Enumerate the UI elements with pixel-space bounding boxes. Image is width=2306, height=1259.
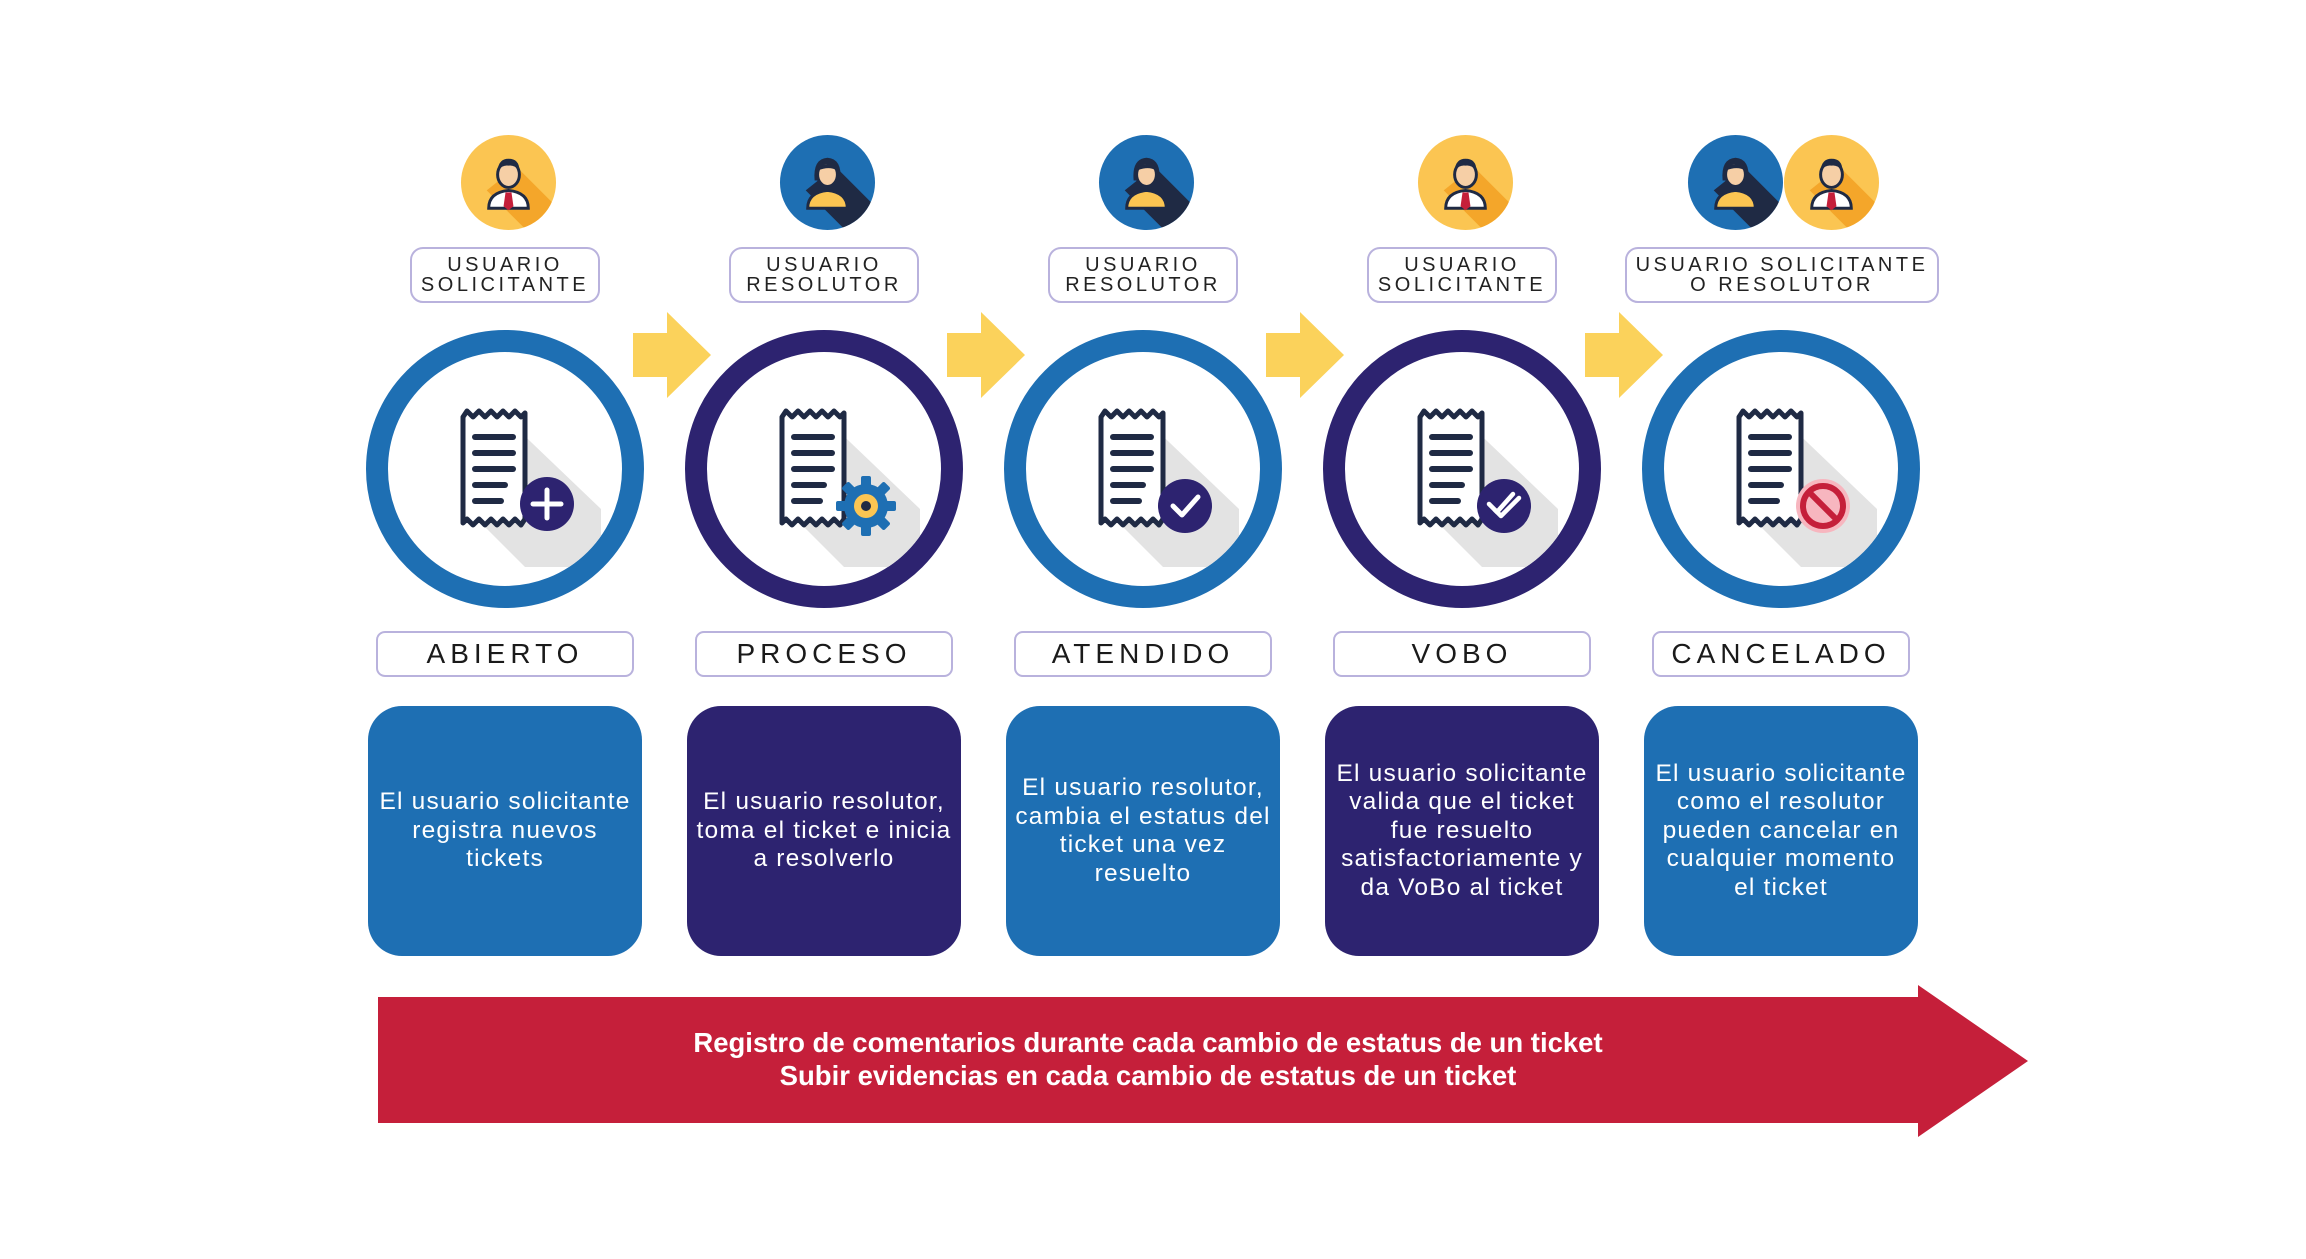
status-description-box: El usuario solicitante valida que el tic…	[1325, 706, 1599, 956]
next-step-arrow-icon	[633, 312, 711, 398]
status-label: CANCELADO	[1671, 638, 1891, 669]
document-gear-icon	[782, 411, 920, 567]
status-label-box: PROCESO	[695, 631, 953, 677]
status-ring	[685, 330, 963, 608]
role-label: USUARIO RESOLUTOR	[746, 254, 902, 296]
next-step-arrow-icon	[947, 312, 1025, 398]
status-label: PROCESO	[736, 638, 912, 669]
resolutor-avatar-icon	[1097, 133, 1196, 232]
document-double-check-icon	[1420, 411, 1558, 567]
next-step-arrow-icon	[1266, 312, 1344, 398]
next-step-arrow-icon	[1585, 312, 1663, 398]
role-label: USUARIO RESOLUTOR	[1065, 254, 1221, 296]
banner-text: Registro de comentarios durante cada cam…	[378, 1026, 1918, 1092]
document-cancel-icon	[1739, 411, 1877, 567]
status-description-box: El usuario resolutor, cambia el estatus …	[1006, 706, 1280, 956]
solicitante-avatar-icon	[1782, 133, 1881, 232]
solicitante-avatar-icon	[1416, 133, 1515, 232]
status-description: El usuario solicitante registra nuevos t…	[379, 788, 631, 873]
status-description-box: El usuario resolutor, toma el ticket e i…	[687, 706, 961, 956]
status-label-box: ABIERTO	[376, 631, 634, 677]
banner-arrow	[378, 985, 2028, 1137]
status-description: El usuario solicitante valida que el tic…	[1336, 759, 1588, 901]
resolutor-avatar-icon	[1686, 133, 1785, 232]
status-label-box: VOBO	[1333, 631, 1591, 677]
status-description-box: El usuario solicitante como el resolutor…	[1644, 706, 1918, 956]
status-label: ATENDIDO	[1051, 638, 1235, 669]
role-label: USUARIO SOLICITANTE	[1377, 254, 1547, 296]
status-label: ABIERTO	[426, 638, 584, 669]
status-ring	[1323, 330, 1601, 608]
role-label: USUARIO SOLICITANTE	[420, 254, 590, 296]
status-ring	[366, 330, 644, 608]
banner-line-2: Subir evidencias en cada cambio de estat…	[779, 1060, 1517, 1091]
status-label-box: CANCELADO	[1652, 631, 1910, 677]
status-label-box: ATENDIDO	[1014, 631, 1272, 677]
role-label-box: USUARIO SOLICITANTE O RESOLUTOR	[1625, 247, 1939, 303]
status-description: El usuario resolutor, toma el ticket e i…	[696, 788, 952, 873]
role-label-box: USUARIO RESOLUTOR	[1048, 247, 1238, 303]
resolutor-avatar-icon	[778, 133, 877, 232]
status-ring	[1642, 330, 1920, 608]
status-description-box: El usuario solicitante registra nuevos t…	[368, 706, 642, 956]
status-label: VOBO	[1411, 638, 1513, 669]
role-label-box: USUARIO SOLICITANTE	[410, 247, 600, 303]
status-description: El usuario solicitante como el resolutor…	[1655, 759, 1907, 901]
solicitante-avatar-icon	[459, 133, 558, 232]
status-description: El usuario resolutor, cambia el estatus …	[1015, 774, 1271, 887]
document-check-icon	[1101, 411, 1239, 567]
role-label: USUARIO SOLICITANTE O RESOLUTOR	[1635, 254, 1929, 296]
document-add-icon	[463, 411, 601, 567]
role-label-box: USUARIO RESOLUTOR	[729, 247, 919, 303]
role-label-box: USUARIO SOLICITANTE	[1367, 247, 1557, 303]
status-ring	[1004, 330, 1282, 608]
banner-line-1: Registro de comentarios durante cada cam…	[693, 1027, 1603, 1058]
